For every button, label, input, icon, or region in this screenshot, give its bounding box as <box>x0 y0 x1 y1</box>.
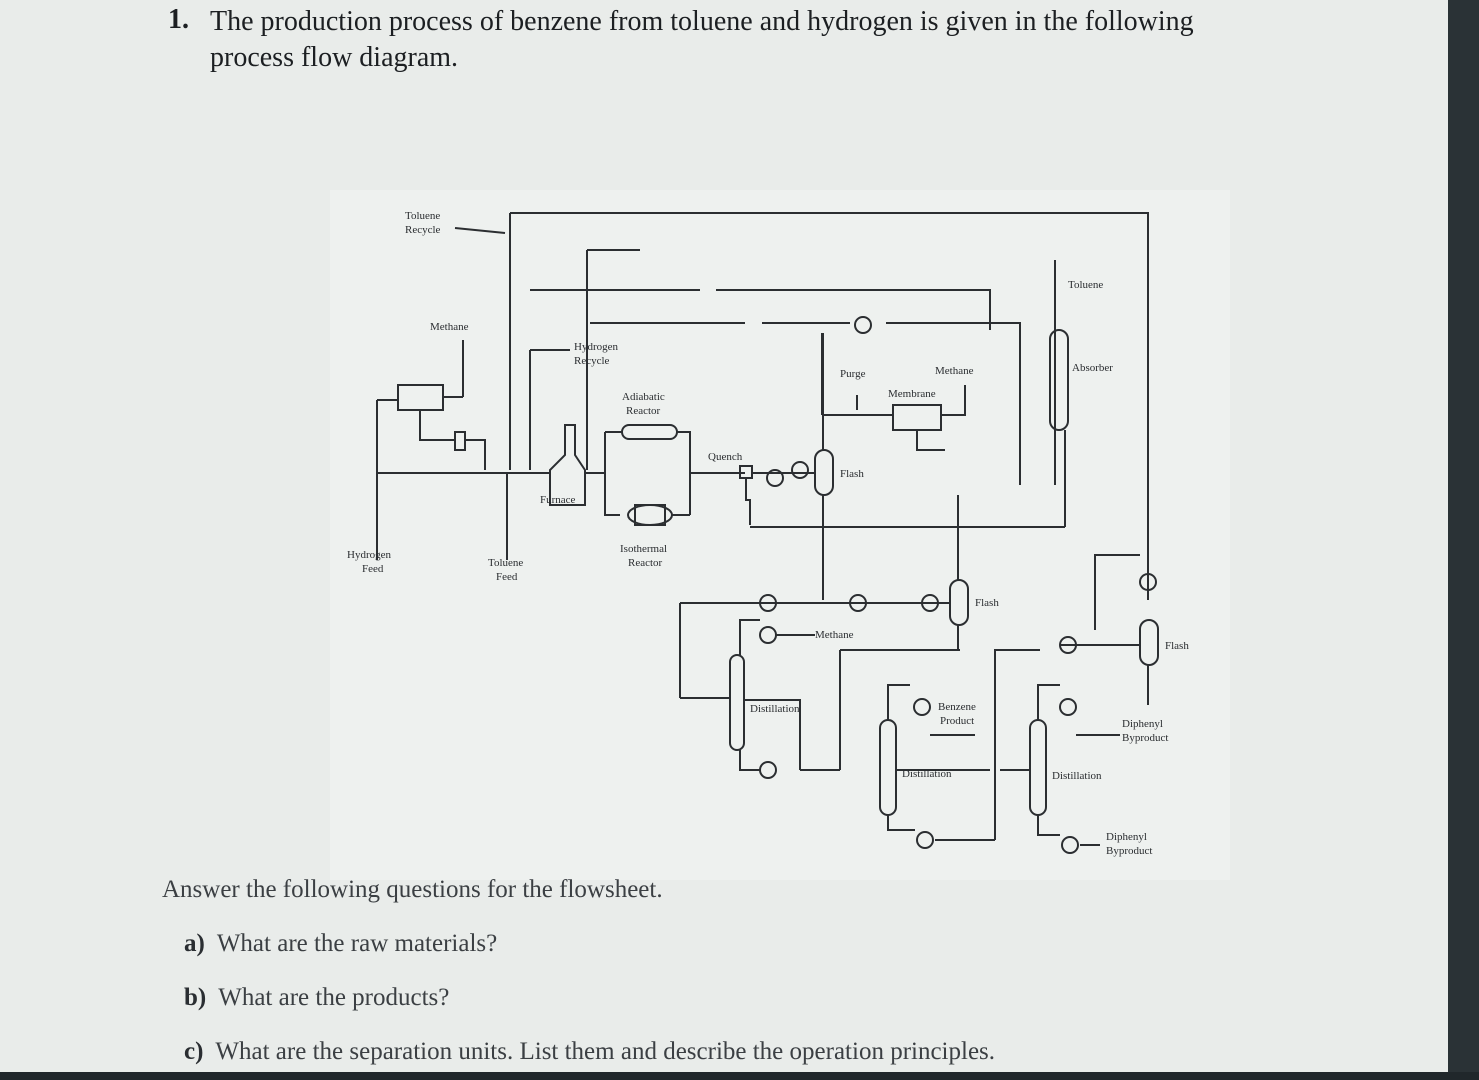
label-isothermal-1: Isothermal <box>620 543 667 555</box>
label-diphenyl-2b: Byproduct <box>1106 845 1152 857</box>
label-quench: Quench <box>708 451 743 463</box>
question-b: b) What are the products? <box>184 984 449 1012</box>
label-membrane: Membrane <box>888 388 936 400</box>
question-c: c) What are the separation units. List th… <box>184 1038 995 1066</box>
label-furnace: Furnace <box>540 494 576 506</box>
label-hydrogen-recycle-2: Recycle <box>574 355 610 367</box>
label-methane-top: Methane <box>430 321 469 333</box>
label-hydrogen-recycle-1: Hydrogen <box>574 341 618 353</box>
label-diphenyl-1a: Diphenyl <box>1122 718 1163 730</box>
screen-edge-bottom <box>0 1072 1479 1080</box>
label-adiabatic-1: Adiabatic <box>622 391 665 403</box>
label-toluene-feed-1: Toluene <box>488 557 523 569</box>
question-c-text: What are the separation units. List them… <box>215 1038 996 1065</box>
label-benzene-product-1: Benzene <box>938 701 976 713</box>
label-absorber: Absorber <box>1072 362 1113 374</box>
label-distillation-1: Distillation <box>750 703 800 715</box>
label-toluene-recycle-2: Recycle <box>405 224 441 236</box>
label-toluene-feed-2: Feed <box>496 571 518 583</box>
question-a: a) What are the raw materials? <box>184 930 497 958</box>
label-flash-1: Flash <box>840 468 864 480</box>
label-diphenyl-1b: Byproduct <box>1122 732 1168 744</box>
question-a-text: What are the raw materials? <box>216 930 498 957</box>
label-flash-3: Flash <box>1165 640 1189 652</box>
label-flash-2: Flash <box>975 597 999 609</box>
diagram-lines <box>376 212 1159 854</box>
question-a-letter: a) <box>184 930 205 957</box>
label-isothermal-2: Reactor <box>628 557 663 569</box>
label-adiabatic-2: Reactor <box>626 405 661 417</box>
label-diphenyl-2a: Diphenyl <box>1106 831 1147 843</box>
question-title: The production process of benzene from t… <box>210 6 1194 73</box>
label-hydrogen-feed-2: Feed <box>362 563 384 575</box>
label-benzene-product-2: Product <box>940 715 974 727</box>
question-sheet: 1. The production process of benzene fro… <box>0 0 1450 1072</box>
label-distillation-3: Distillation <box>1052 770 1102 782</box>
label-hydrogen-feed-1: Hydrogen <box>347 549 391 561</box>
question-b-text: What are the products? <box>218 984 450 1011</box>
screen-edge-right <box>1448 0 1479 1080</box>
label-distillation-2: Distillation <box>902 768 952 780</box>
label-methane-membrane: Methane <box>935 365 974 377</box>
label-toluene-recycle-1: Toluene <box>405 210 440 222</box>
diagram-text: Toluene Recycle Methane Hydrogen Recycle… <box>347 210 1189 857</box>
question-number: 1. <box>168 4 189 35</box>
question-c-letter: c) <box>184 1038 204 1065</box>
question-b-letter: b) <box>184 984 207 1011</box>
label-purge: Purge <box>840 368 866 380</box>
label-methane-mid: Methane <box>815 629 854 641</box>
questions-intro: Answer the following questions for the f… <box>162 876 663 903</box>
label-toluene-top: Toluene <box>1068 279 1103 291</box>
process-flow-diagram: Toluene Recycle Methane Hydrogen Recycle… <box>330 190 1230 880</box>
